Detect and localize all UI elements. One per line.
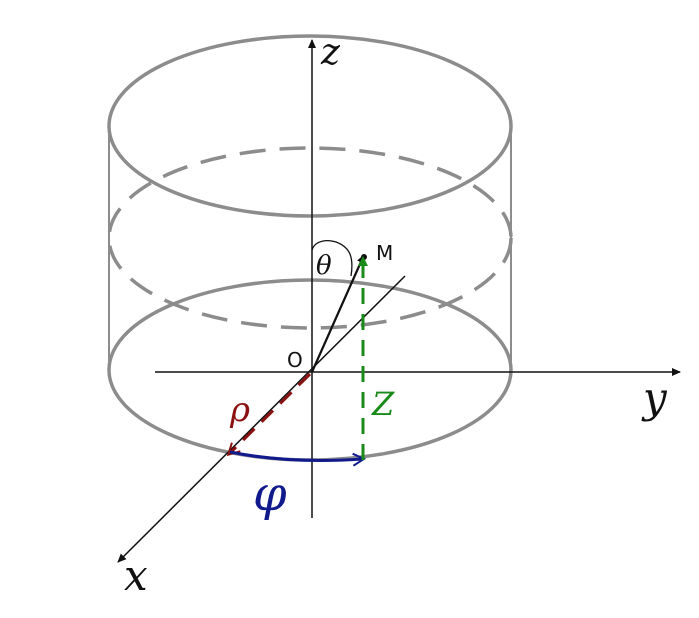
axes	[117, 39, 681, 563]
rho-label: ρ	[229, 390, 250, 430]
theta-arc	[311, 240, 353, 277]
cylinder-middle-dashed-ellipse	[107, 146, 513, 330]
position-vector-om	[310, 254, 366, 373]
x-axis	[117, 275, 406, 563]
origin-label: O	[287, 348, 303, 372]
phi-label: φ	[253, 466, 287, 522]
point-m-label: M	[376, 241, 393, 265]
height-z-label: Z	[371, 385, 395, 423]
y-axis-label: y	[641, 373, 668, 422]
theta-label: θ	[316, 251, 332, 281]
cylinder-top-ellipse	[107, 34, 513, 218]
rho-vector	[229, 372, 312, 454]
point-m-dot	[361, 254, 367, 260]
x-axis-label: x	[124, 551, 148, 600]
z-axis-label: z	[320, 32, 341, 73]
cylinder	[107, 34, 513, 462]
phi-arc	[229, 450, 363, 460]
